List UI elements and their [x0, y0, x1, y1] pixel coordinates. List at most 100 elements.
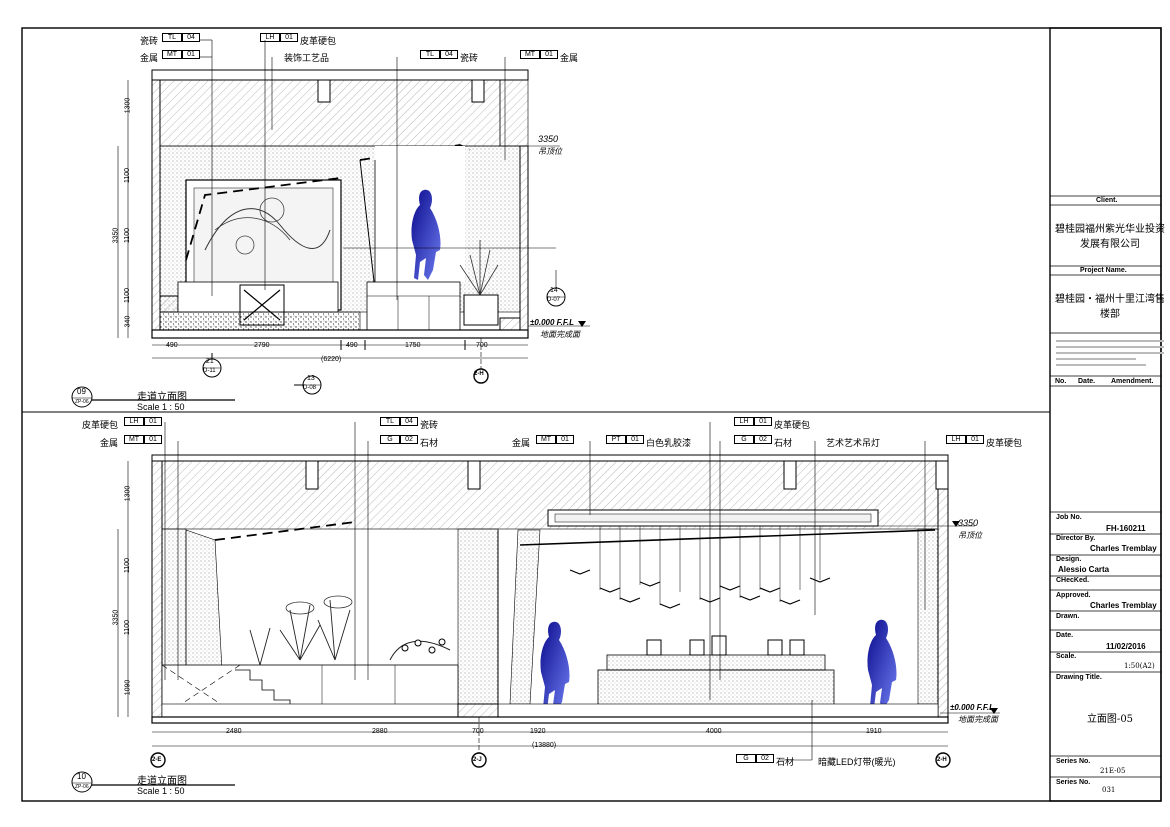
rev-date-header: Date. — [1078, 378, 1096, 385]
tag-code: MT — [520, 50, 540, 59]
title-block-grid — [1050, 195, 1161, 778]
tag-num: 01 — [626, 435, 644, 444]
tag-label: 石材 — [774, 438, 793, 448]
design-label: Design. — [1056, 556, 1082, 563]
dim-vertical: 1100 — [124, 557, 132, 574]
dim-vertical: 1100 — [124, 287, 132, 304]
client-value: 碧桂园福州紫光华业投资发展有限公司 — [1055, 224, 1165, 250]
dim-horizontal: 2790 — [254, 342, 270, 349]
dim-horizontal: 1920 — [530, 728, 546, 735]
tag-code: PT — [606, 435, 626, 444]
view-09-labels: 瓷砖 TL 04 金属 MT 01 LH 01 皮革硬包 装饰工艺品 TL 04… — [0, 0, 1050, 412]
project-label: Project Name. — [1080, 267, 1127, 274]
tag-label: 皮革硬包 — [774, 420, 811, 430]
human-figure-2 — [540, 621, 570, 710]
grid-marker: 2-E — [152, 757, 162, 763]
tag-label: 石材 — [420, 438, 439, 448]
view-title: 走道立面图 — [137, 392, 187, 403]
dim-vertical: 1100 — [124, 619, 132, 636]
tag-label: 皮革硬包 — [986, 438, 1023, 448]
tag-label: 皮革硬包 — [82, 420, 119, 430]
dim-vertical: 340 — [124, 315, 132, 328]
level-floor: ±0.000 F.F.L — [530, 318, 574, 327]
tag-label: 装饰工艺品 — [284, 53, 330, 63]
tag-label: 金属 — [100, 438, 119, 448]
view-ref: ZP-06 — [75, 784, 89, 790]
view-10 — [71, 422, 1000, 793]
dim-horizontal: 490 — [166, 342, 178, 349]
job-value: FH-160211 — [1106, 524, 1146, 533]
dim-horizontal: 1750 — [405, 342, 421, 349]
human-figure — [411, 189, 441, 280]
view-title: 走道立面图 — [137, 776, 187, 787]
tag-label: 白色乳胶漆 — [646, 438, 692, 448]
drawing-title-value: 立面图-05 — [1086, 714, 1134, 725]
project-value: 碧桂园・福州十里江湾售楼部 — [1055, 294, 1165, 320]
grid-marker: 2-H — [474, 371, 484, 377]
dim-total-width: (6220) — [321, 356, 342, 363]
dim-total-height: 3350 — [112, 609, 120, 626]
tag-code: LH — [946, 435, 966, 444]
view-scale: Scale 1 : 50 — [137, 786, 185, 796]
tag-label: 瓷砖 — [140, 36, 159, 46]
tag-code: MT — [536, 435, 556, 444]
date-value: 11/02/2016 — [1106, 642, 1146, 651]
dim-horizontal: 700 — [476, 342, 488, 349]
tag-num: 01 — [966, 435, 984, 444]
series-label-2: Series No. — [1056, 779, 1091, 786]
level-ceiling: 3350 — [958, 518, 979, 528]
level-floor-note: 地面完成面 — [958, 715, 998, 724]
dim-horizontal: 1910 — [866, 728, 882, 735]
tag-code: G — [734, 435, 754, 444]
level-ceiling-note: 吊顶位 — [958, 531, 982, 540]
dim-vertical: 1300 — [124, 97, 132, 114]
director-value: Charles Tremblay — [1090, 544, 1157, 553]
level-floor: ±0.000 F.F.L — [950, 703, 994, 712]
tag-num: 01 — [280, 33, 298, 42]
checked-label: CHecKed. — [1056, 577, 1090, 584]
scale-value: 1:50(A2) — [1124, 662, 1155, 670]
design-value: Alessio Carta — [1058, 565, 1110, 574]
level-ceiling: 3350 — [538, 134, 559, 144]
series-value: 21E-05 — [1100, 767, 1126, 775]
callout-top: 13 — [307, 375, 315, 382]
callout-top: 21 — [206, 358, 214, 365]
approved-value: Charles Tremblay — [1090, 601, 1157, 610]
level-floor-note: 地面完成面 — [540, 330, 580, 339]
dim-horizontal: 490 — [346, 342, 358, 349]
drawing-title-label: Drawing Title. — [1056, 674, 1102, 681]
dim-horizontal: 4000 — [706, 728, 722, 735]
dim-vertical: 1100 — [124, 167, 132, 184]
tag-code: LH — [734, 417, 754, 426]
series-label: Series No. — [1056, 758, 1091, 765]
scale-label: Scale. — [1056, 653, 1077, 660]
floor-slab — [151, 329, 529, 339]
drawn-label: Drawn. — [1056, 613, 1080, 620]
tag-num: 01 — [182, 50, 200, 59]
dim-horizontal: 2880 — [372, 728, 388, 735]
tag-code: LH — [124, 417, 144, 426]
dim-total-height: 3350 — [112, 227, 120, 244]
approved-label: Approved. — [1056, 592, 1091, 599]
view-10-labels: 皮革硬包 LH 01 金属 MT 01 TL 04 瓷砖 G 02 石材 金属 … — [0, 412, 1050, 827]
tag-code: G — [380, 435, 400, 444]
tag-label: 石材 — [776, 757, 795, 767]
tag-label: 暗藏LED灯带(暖光) — [818, 757, 896, 767]
dim-total-width: (13880) — [532, 742, 557, 749]
callout-bottom: D-11 — [203, 368, 216, 374]
series-value-2: 031 — [1102, 786, 1116, 794]
tag-code: MT — [162, 50, 182, 59]
tag-code: MT — [124, 435, 144, 444]
tag-label: 金属 — [560, 53, 579, 63]
tag-num: 04 — [400, 417, 418, 426]
tag-code: LH — [260, 33, 280, 42]
tag-num: 04 — [182, 33, 200, 42]
client-label: Client. — [1096, 197, 1118, 204]
tag-num: 01 — [540, 50, 558, 59]
view-number: 10 — [77, 772, 86, 781]
title-block-border — [1049, 27, 1162, 802]
date-label: Date. — [1056, 632, 1074, 639]
tag-label: 瓷砖 — [420, 420, 439, 430]
dim-horizontal: 2480 — [226, 728, 242, 735]
